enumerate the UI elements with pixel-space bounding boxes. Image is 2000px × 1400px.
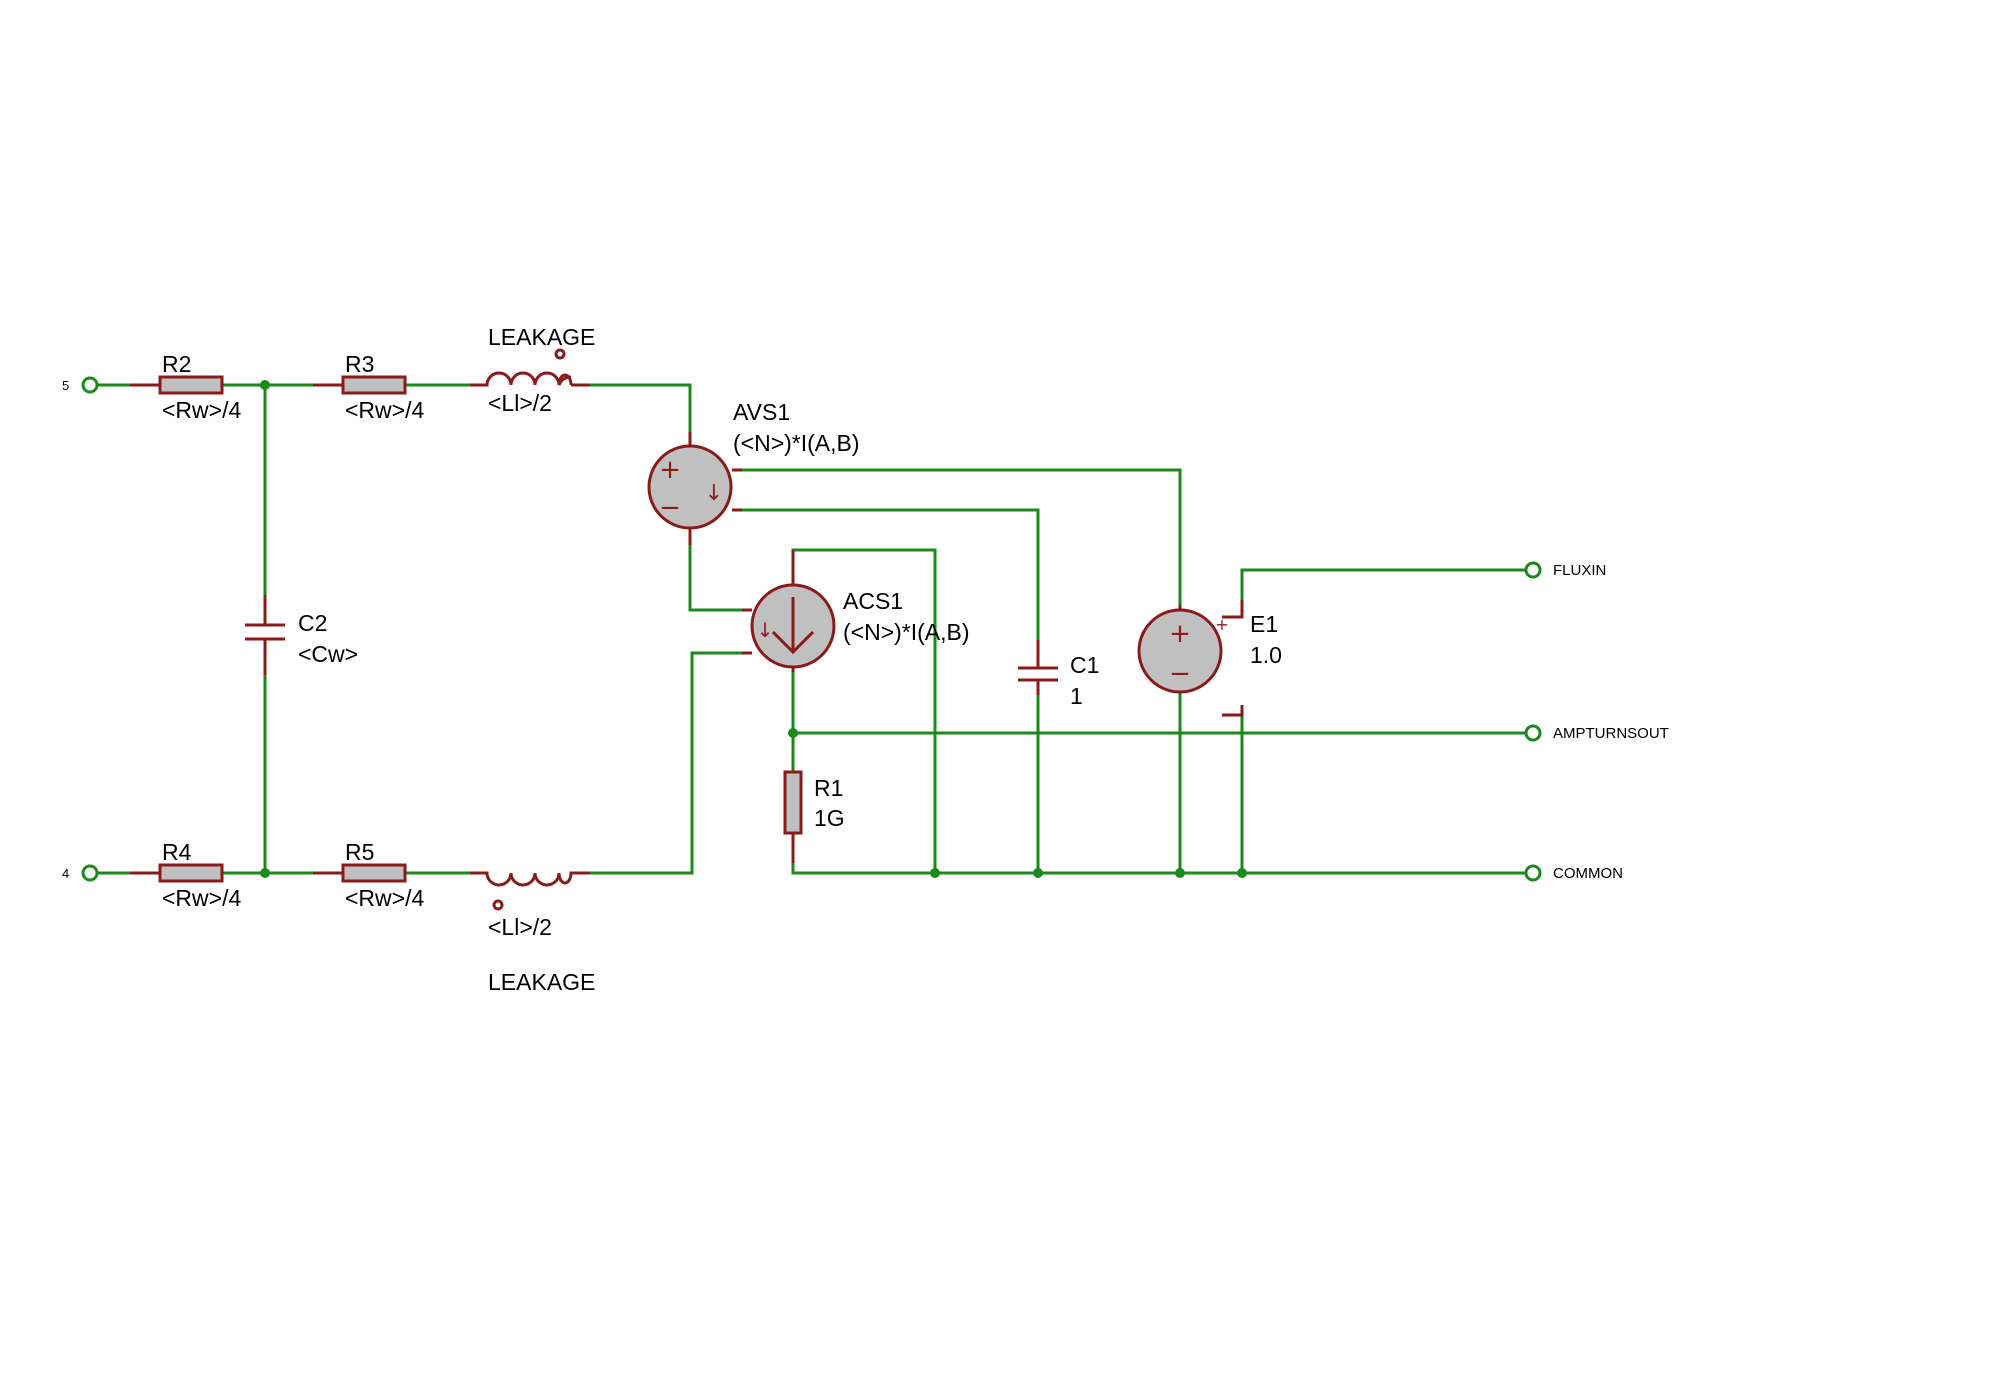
component-value: 1.0	[1250, 642, 1282, 668]
component-value: 1G	[814, 805, 845, 831]
junction-dot	[1033, 868, 1043, 878]
minus-icon: −	[659, 493, 681, 523]
component-value: (<N>)*I(A,B)	[843, 619, 970, 645]
plus-icon: +	[659, 455, 681, 485]
component-value: 1	[1070, 683, 1083, 709]
terminal-common[interactable]: COMMON	[1524, 864, 1623, 882]
resistor-r3[interactable]: R3 <Rw>/4	[313, 351, 424, 423]
component-ref: LEAKAGE	[488, 969, 595, 995]
component-value: <Ll>/2	[488, 390, 552, 416]
inductor-leakage-bottom[interactable]: <Ll>/2 LEAKAGE	[470, 871, 595, 995]
terminal-ampturnsout[interactable]: AMPTURNSOUT	[1524, 724, 1669, 742]
junction-dot	[1237, 868, 1247, 878]
junction-dot	[930, 868, 940, 878]
component-value: (<N>)*I(A,B)	[733, 430, 860, 456]
voltage-source-e1[interactable]: + − + E1 1.0	[1137, 600, 1282, 717]
resistor-r4[interactable]: R4 <Rw>/4	[130, 839, 241, 911]
plus-icon: +	[1169, 619, 1191, 649]
junction-dot	[1175, 868, 1185, 878]
junction-dot	[260, 868, 270, 878]
minus-icon: −	[1169, 659, 1191, 689]
component-ref: R4	[162, 839, 192, 865]
inductor-leakage-top[interactable]: LEAKAGE <Ll>/2	[470, 324, 595, 416]
junction-dot	[260, 380, 270, 390]
component-value: <Rw>/4	[345, 397, 424, 423]
arrow-down-icon	[771, 597, 815, 655]
resistor-r5[interactable]: R5 <Rw>/4	[313, 839, 424, 911]
component-ref: C1	[1070, 652, 1099, 678]
component-ref: R3	[345, 351, 374, 377]
current-source-acs1[interactable]: ↓ ACS1 (<N>)*I(A,B)	[742, 550, 970, 672]
component-value: <Rw>/4	[345, 885, 424, 911]
component-ref: ACS1	[843, 588, 903, 614]
resistor-r2[interactable]: R2 <Rw>/4	[130, 351, 241, 423]
terminal-fluxin[interactable]: FLUXIN	[1524, 561, 1606, 579]
terminal-label: COMMON	[1553, 865, 1623, 882]
wires	[95, 383, 1527, 875]
component-ref: C2	[298, 610, 327, 636]
voltage-source-avs1[interactable]: + − ↓ AVS1 (<N>)*I(A,B)	[647, 399, 860, 545]
component-ref: R5	[345, 839, 374, 865]
component-value: <Cw>	[298, 641, 358, 667]
component-ref: E1	[1250, 611, 1278, 637]
junction-dot	[788, 728, 798, 738]
junction-dots	[260, 380, 1247, 878]
component-value: <Rw>/4	[162, 397, 241, 423]
component-ref: R1	[814, 775, 843, 801]
terminal-label: FLUXIN	[1553, 562, 1606, 579]
terminal-4[interactable]: 4	[62, 864, 99, 882]
capacitor-c1[interactable]: C1 1	[1018, 640, 1099, 709]
component-value: <Rw>/4	[162, 885, 241, 911]
plus-icon: +	[1215, 615, 1228, 634]
capacitor-c2[interactable]: C2 <Cw>	[245, 595, 358, 675]
terminal-label: 4	[62, 866, 69, 881]
component-value: <Ll>/2	[488, 914, 552, 940]
arrow-down-icon: ↓	[705, 481, 723, 506]
arrow-down-icon: ↓	[757, 618, 774, 642]
component-ref: AVS1	[733, 399, 790, 425]
component-ref: LEAKAGE	[488, 324, 595, 350]
component-ref: R2	[162, 351, 191, 377]
terminal-label: AMPTURNSOUT	[1553, 725, 1669, 742]
terminal-label: 5	[62, 378, 69, 393]
resistor-r1[interactable]: R1 1G	[783, 770, 845, 863]
terminal-5[interactable]: 5	[62, 376, 99, 394]
